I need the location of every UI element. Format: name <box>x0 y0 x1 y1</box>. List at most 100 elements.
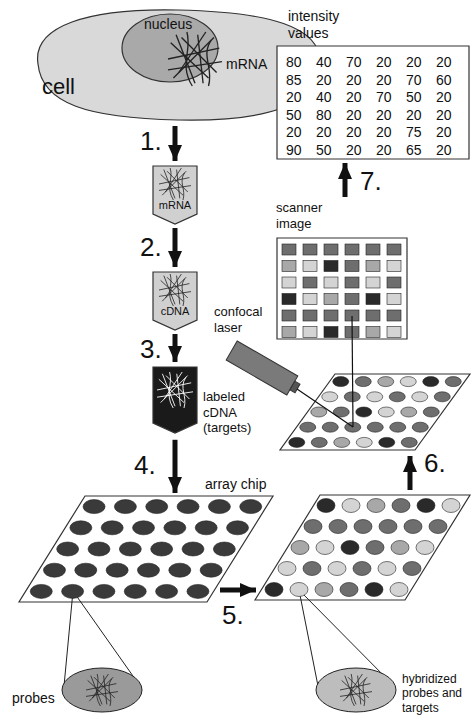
text-slot: scanner image <box>276 200 346 231</box>
chip-spot <box>213 542 235 556</box>
table-cell: 20 <box>316 124 344 141</box>
chip-spot <box>70 521 92 535</box>
chip-spot <box>83 500 105 514</box>
text-slot: 60 <box>436 72 464 89</box>
table-cell: 70 <box>376 89 404 106</box>
scanner-pixel <box>387 261 401 272</box>
table-cell: 20 <box>376 124 404 141</box>
chip-spot <box>75 563 97 577</box>
text-slot: 20 <box>436 124 464 141</box>
text-slot: 20 <box>436 142 464 159</box>
text-slot: 20 <box>376 124 404 141</box>
chip-spot <box>379 520 397 534</box>
table-cell: 50 <box>406 89 434 106</box>
array-chip-shape <box>15 476 277 604</box>
scanner-pixel <box>366 294 380 305</box>
chip-spot <box>93 584 115 598</box>
step-number: 5. <box>222 600 244 631</box>
scanner-pixel <box>282 327 296 338</box>
text-slot: mRNA <box>151 199 199 212</box>
chip-spot <box>400 377 416 387</box>
step-arrow <box>220 588 256 593</box>
chip-spot <box>404 520 422 534</box>
text-slot: 20 <box>316 124 344 141</box>
node-label: cell <box>42 74 102 100</box>
chip-spot <box>392 499 410 513</box>
text-slot: array chip <box>205 476 275 493</box>
spot-row <box>289 377 462 448</box>
callout-label: probes <box>12 690 62 707</box>
text-slot: 20 <box>346 142 374 159</box>
scanner-pixel <box>366 310 380 321</box>
table-cell: 70 <box>406 72 434 89</box>
scanner-pixel <box>387 327 401 338</box>
text-slot: nucleus <box>144 16 208 33</box>
chip-spot <box>329 520 347 534</box>
table-cell: 80 <box>316 107 344 124</box>
scanner-pixel <box>282 310 296 321</box>
table-cell: 20 <box>406 54 434 71</box>
table-cell: 90 <box>286 142 314 159</box>
sample-tube-shape <box>151 164 199 226</box>
text-slot: 70 <box>406 72 434 89</box>
chip-spot <box>311 407 327 417</box>
chip-spot <box>182 542 204 556</box>
chip-spot <box>290 583 308 597</box>
scanner-pixel <box>324 244 338 255</box>
chip-spot <box>316 541 334 555</box>
scanner-pixel <box>303 310 317 321</box>
chip-spot <box>317 499 335 513</box>
chip-spot <box>442 499 460 513</box>
chip-spot <box>367 392 383 402</box>
chip-spot <box>378 407 394 417</box>
text-slot: 20 <box>376 72 404 89</box>
text-slot: labeled cDNA (targets) <box>203 389 267 436</box>
chip-spot <box>429 520 447 534</box>
chip-spot <box>401 437 417 447</box>
text-slot: 20 <box>346 124 374 141</box>
sample-tube-shape <box>151 270 199 332</box>
chip-spot <box>391 541 409 555</box>
chip-spot <box>187 584 209 598</box>
labeled-tube-shape <box>151 365 199 435</box>
scanner-image-outline <box>277 238 407 339</box>
text-slot: 7. <box>360 166 382 197</box>
step-number: 7. <box>360 166 382 197</box>
table-cell: 40 <box>316 89 344 106</box>
chip-spot <box>322 392 338 402</box>
chip-spot <box>340 583 358 597</box>
chip-spot <box>389 392 405 402</box>
chip-spot <box>88 542 110 556</box>
chip-spot <box>303 562 321 576</box>
chip-spot <box>30 584 52 598</box>
chip-spot <box>342 499 360 513</box>
hybrid-strands <box>340 674 372 706</box>
scanner-pixel <box>387 310 401 321</box>
scanner-pixel <box>324 310 338 321</box>
laser-nose <box>290 381 300 393</box>
step-arrow <box>408 456 413 490</box>
scanner-pixel <box>345 244 359 255</box>
text-slot: mRNA <box>226 56 286 73</box>
text-slot: 5. <box>222 600 244 631</box>
chip-spot <box>119 542 141 556</box>
table-cell: 70 <box>346 54 374 71</box>
chip-spot <box>378 562 396 576</box>
step-number: 2. <box>140 232 162 263</box>
text-slot: 75 <box>406 124 434 141</box>
callout-line <box>299 590 318 686</box>
step-number: 4. <box>134 450 156 481</box>
chip-spot <box>401 407 417 417</box>
scanner-pixel <box>282 261 296 272</box>
table-cell: 60 <box>436 72 464 89</box>
chip-spot <box>333 377 349 387</box>
table-cell: 20 <box>286 89 314 106</box>
scanner-pixel <box>345 294 359 305</box>
step-arrow <box>343 163 348 197</box>
text-slot: 65 <box>406 142 434 159</box>
node-label: mRNA <box>151 199 199 212</box>
text-slot: 70 <box>376 89 404 106</box>
text-slot: 20 <box>316 72 344 89</box>
callout-label: mRNA <box>226 56 286 73</box>
